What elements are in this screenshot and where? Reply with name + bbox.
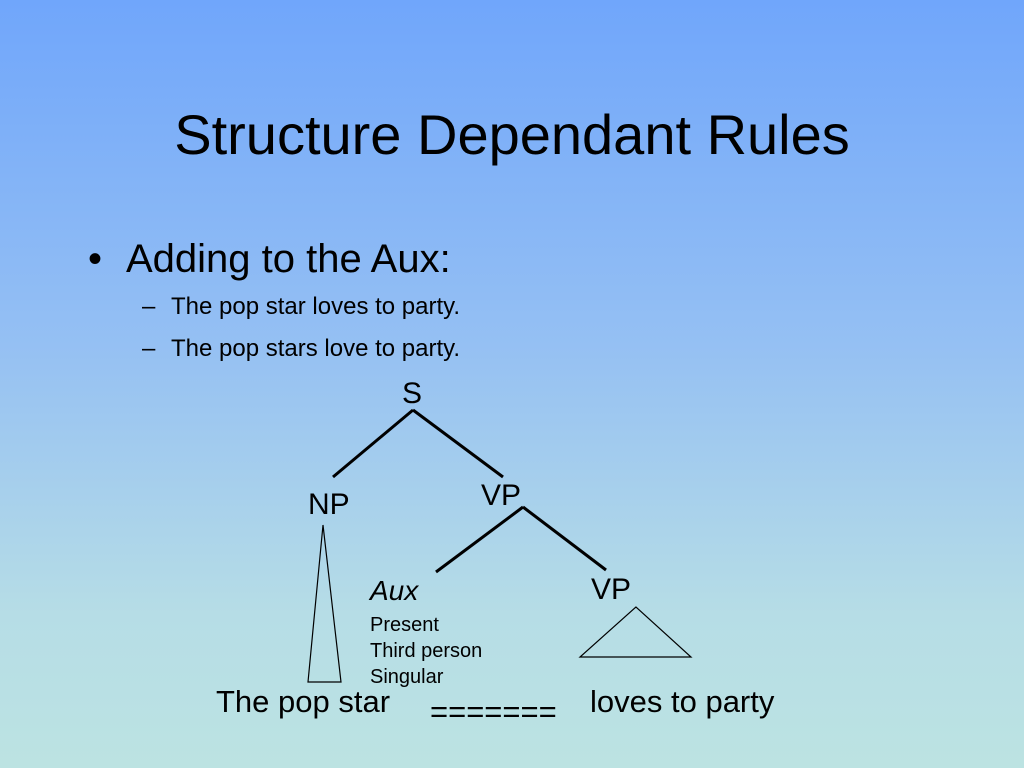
branch-s-np: [332, 408, 414, 479]
node-s: S: [402, 377, 423, 410]
aux-feature-tense: Present: [370, 614, 439, 636]
sub-bullet-marker: –: [142, 293, 156, 320]
slide-title: Structure Dependant Rules: [174, 103, 850, 166]
np-triangle: [307, 524, 342, 683]
sentence-aux-slot: =======: [430, 694, 557, 729]
bullet-text: Adding to the Aux:: [126, 237, 451, 281]
vp-triangle: [578, 606, 693, 658]
node-vp-bottom: VP: [591, 573, 632, 606]
sentence-subject: The pop star: [216, 684, 391, 719]
node-aux: Aux: [370, 575, 419, 606]
branch-s-vp: [412, 408, 504, 479]
bullet-item: • Adding to the Aux:: [88, 234, 451, 284]
aux-feature-person: Third person: [370, 640, 483, 662]
sub-bullet-marker: –: [142, 335, 156, 362]
sentence-predicate: loves to party: [590, 684, 775, 719]
node-np: NP: [308, 488, 350, 521]
branch-vp-aux: [435, 505, 524, 574]
sub-bullet-text: The pop stars love to party.: [171, 335, 461, 362]
sub-bullet-1: –The pop star loves to party.: [142, 292, 460, 322]
bullet-marker: •: [88, 237, 103, 281]
sub-bullet-text: The pop star loves to party.: [171, 293, 461, 320]
sub-bullet-2: –The pop stars love to party.: [142, 334, 460, 364]
node-vp-top: VP: [481, 479, 522, 512]
branch-vp-vp: [522, 505, 607, 572]
aux-feature-number: Singular: [370, 666, 444, 688]
